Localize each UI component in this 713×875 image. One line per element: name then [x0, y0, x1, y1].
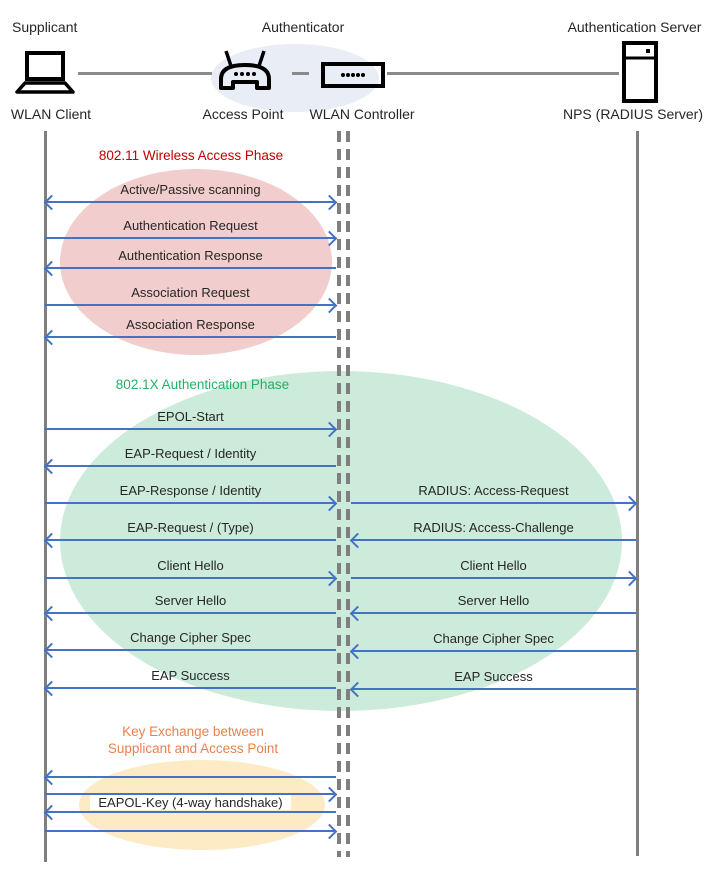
arrowhead-right-icon — [321, 823, 338, 840]
phase1-title: 802.11 Wireless Access Phase — [98, 148, 284, 163]
message-label-text: Change Cipher Spec — [433, 631, 554, 646]
phase2-title: 802.1X Authentication Phase — [115, 377, 290, 392]
message-arrow — [43, 605, 336, 622]
message-label: EAP Success — [45, 668, 336, 685]
wlan-controller-icon — [321, 62, 385, 88]
message-arrow — [43, 458, 336, 475]
message-label-text: Client Hello — [157, 558, 224, 573]
message-arrow — [43, 804, 336, 821]
authenticator-lifeline-right — [346, 131, 350, 857]
client-lifeline — [44, 131, 47, 862]
message-label-text: Change Cipher Spec — [130, 630, 251, 645]
message-label: Client Hello — [351, 558, 636, 575]
authenticator-lifeline-left — [337, 131, 341, 857]
phase3-title: Key Exchange between Supplicant and Acce… — [45, 723, 341, 757]
nps-radius-server-label: NPS (RADIUS Server) — [562, 106, 704, 122]
message-label: EPOL-Start — [45, 409, 336, 426]
message-arrow — [43, 260, 336, 277]
message-label: EAP-Request / Identity — [45, 446, 336, 463]
supplicant-role-title: Supplicant — [12, 19, 78, 35]
message-label: Association Response — [45, 317, 336, 334]
message-label-text: Server Hello — [154, 593, 227, 608]
message-label: Association Request — [45, 285, 336, 302]
message-label-text: EAP Success — [454, 669, 533, 684]
message-label-text: Active/Passive scanning — [120, 182, 261, 197]
message-label-text: RADIUS: Access-Request — [418, 483, 569, 498]
message-label: RADIUS: Access-Request — [351, 483, 636, 500]
message-arrow — [45, 297, 338, 314]
message-label: EAP Success — [351, 669, 636, 686]
message-arrow — [45, 823, 338, 840]
message-label: EAP-Request / (Type) — [45, 520, 336, 537]
message-arrow — [43, 194, 338, 211]
message-label: Change Cipher Spec — [45, 630, 336, 647]
phase1-ellipse — [60, 169, 332, 355]
server-lifeline — [636, 131, 639, 856]
message-label: Server Hello — [351, 593, 636, 610]
message-arrow — [43, 642, 336, 659]
message-arrow — [45, 495, 338, 512]
message-label-text: EAP-Request / (Type) — [127, 520, 254, 535]
message-label-text: EAP-Response / Identity — [119, 483, 262, 498]
laptop-icon — [14, 50, 76, 96]
authenticator-role-title: Authenticator — [261, 19, 345, 35]
message-label: RADIUS: Access-Challenge — [351, 520, 636, 537]
message-label: Server Hello — [45, 593, 336, 610]
connector-ap-to-controller — [292, 72, 309, 75]
phase3-title-line2: Supplicant and Access Point — [107, 741, 279, 756]
message-arrow — [45, 230, 338, 247]
auth-server-role-title: Authentication Server — [567, 19, 702, 35]
message-label-text: Association Response — [126, 317, 255, 332]
message-arrow — [351, 495, 638, 512]
message-label-text: EAP-Request / Identity — [124, 446, 257, 461]
wlan-controller-label: WLAN Controller — [309, 106, 415, 122]
message-label-text: Authentication Request — [123, 218, 258, 233]
message-label-text: Authentication Response — [118, 248, 263, 263]
message-arrow — [349, 643, 636, 660]
message-label: Active/Passive scanning — [45, 182, 336, 199]
message-label: Authentication Request — [45, 218, 336, 235]
message-label-text: Client Hello — [460, 558, 527, 573]
message-label-text: EAPOL-Key (4-way handshake) — [90, 795, 291, 810]
server-icon — [621, 41, 659, 103]
message-arrow — [349, 605, 636, 622]
message-label-text: RADIUS: Access-Challenge — [413, 520, 574, 535]
access-point-label: Access Point — [202, 106, 284, 122]
message-arrow — [43, 329, 336, 346]
wlan-client-label: WLAN Client — [10, 106, 92, 122]
message-label: Client Hello — [45, 558, 336, 575]
access-point-icon — [216, 48, 274, 94]
message-arrow — [351, 570, 638, 587]
message-arrow — [43, 532, 336, 549]
message-label-text: Association Request — [131, 285, 250, 300]
message-label: Authentication Response — [45, 248, 336, 265]
message-arrow — [43, 769, 336, 786]
phase3-title-line1: Key Exchange between — [122, 724, 264, 739]
message-arrow — [45, 786, 338, 803]
message-label: Change Cipher Spec — [351, 631, 636, 648]
message-arrow — [45, 421, 338, 438]
authenticator-group-ellipse — [211, 44, 379, 112]
message-arrow — [349, 681, 636, 698]
message-label-text: EPOL-Start — [157, 409, 224, 424]
message-arrow — [349, 532, 636, 549]
message-label-text: EAP Success — [151, 668, 230, 683]
message-arrow — [45, 570, 338, 587]
message-label: EAPOL-Key (4-way handshake) — [45, 795, 336, 812]
connector-controller-to-server — [387, 72, 619, 75]
message-label: EAP-Response / Identity — [45, 483, 336, 500]
phase2-ellipse — [60, 371, 622, 711]
message-label-text: Server Hello — [457, 593, 530, 608]
connector-client-to-ap — [78, 72, 212, 75]
message-arrow — [43, 680, 336, 697]
